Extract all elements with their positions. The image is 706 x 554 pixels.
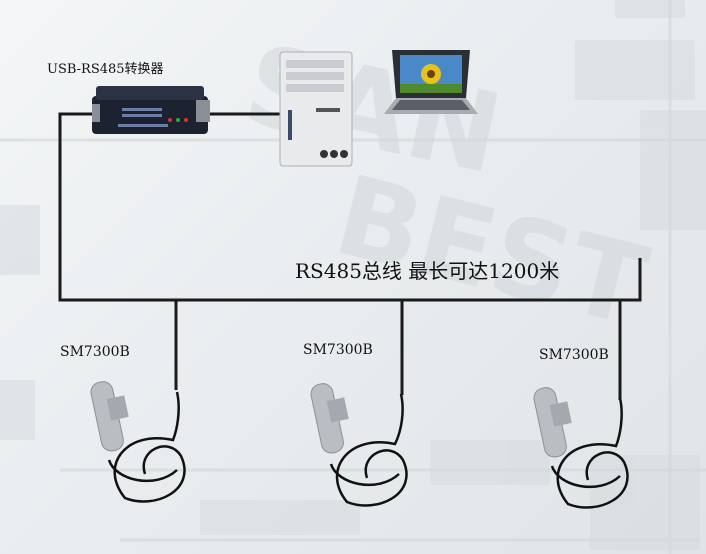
laptop	[384, 50, 478, 114]
sm7300b-sensor-2	[310, 383, 408, 507]
sensor-label-3: SM7300B	[539, 347, 609, 363]
bus-main-line	[58, 112, 642, 302]
sensor-label-2: SM7300B	[303, 342, 373, 358]
usb-rs485-converter	[92, 86, 210, 134]
sm7300b-sensor-1	[90, 381, 186, 503]
bus-label: RS485总线 最长可达1200米	[295, 259, 560, 283]
sm7300b-sensor-3	[533, 387, 629, 509]
converter-label: USB-RS485转换器	[47, 62, 164, 77]
desktop-pc	[279, 51, 353, 167]
sensor-label-1: SM7300B	[60, 344, 130, 360]
